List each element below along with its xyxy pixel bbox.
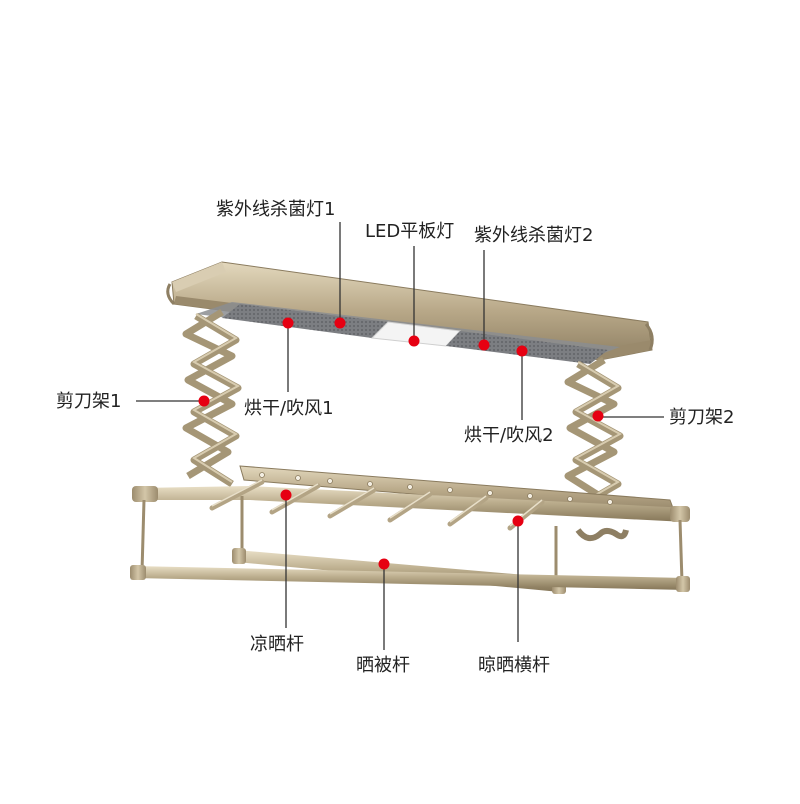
label-dry-fan-2: 烘干/吹风2 [464, 425, 554, 446]
label-quilt-rod: 晒被杆 [356, 655, 410, 676]
marker-scissor-2 [592, 410, 604, 422]
marker-uv-lamp-1 [334, 317, 346, 329]
marker-cross-rods [512, 515, 524, 527]
lower-frame [130, 465, 690, 594]
marker-fan-1 [282, 317, 294, 329]
marker-led-panel [408, 335, 420, 347]
label-cross-rods: 晾晒横杆 [478, 655, 550, 676]
label-uv-lamp-1: 紫外线杀菌灯1 [216, 199, 336, 220]
fan-vent-1 [222, 304, 388, 338]
ceiling-housing [166, 261, 654, 364]
marker-drying-rod [280, 489, 292, 501]
label-scissor-arm-2: 剪刀架2 [669, 407, 735, 428]
marker-fan-2 [516, 345, 528, 357]
fan-vent-2 [446, 331, 608, 364]
marker-quilt-rod [378, 558, 390, 570]
leader-lines [136, 222, 664, 650]
markers [198, 317, 604, 570]
scissor-arm-1-shape [182, 309, 242, 487]
label-dry-fan-1: 烘干/吹风1 [244, 398, 334, 419]
label-drying-rod: 凉晒杆 [250, 634, 304, 655]
label-scissor-arm-1: 剪刀架1 [56, 391, 122, 412]
scissor-arm-2-shape [564, 357, 624, 510]
marker-scissor-1 [198, 395, 210, 407]
label-led-panel-light: LED平板灯 [365, 221, 455, 242]
label-uv-lamp-2: 紫外线杀菌灯2 [474, 225, 594, 246]
marker-uv-lamp-2 [478, 339, 490, 351]
